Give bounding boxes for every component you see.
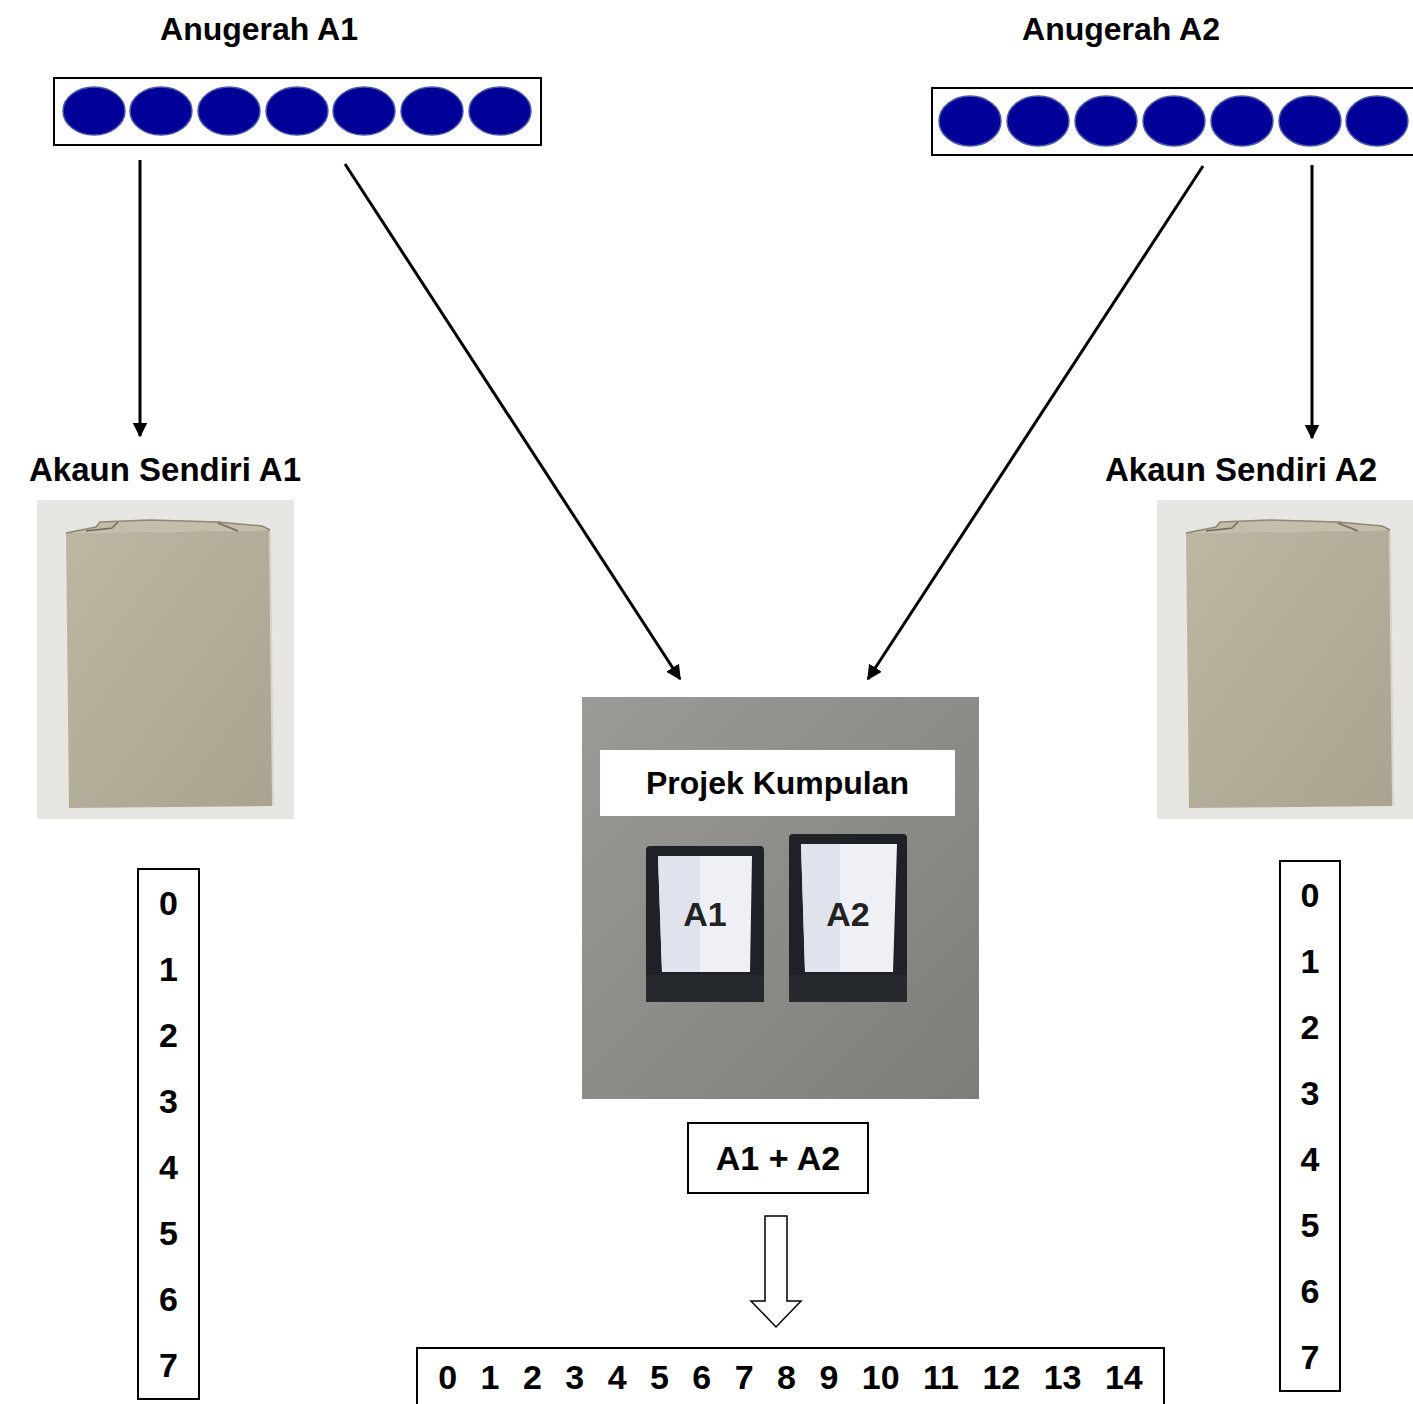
sum-box: A1 + A2 — [687, 1122, 869, 1194]
project-box: A1 — [646, 846, 764, 999]
arrow-line — [139, 160, 142, 436]
number-column: 0 1 2 3 4 5 6 7 — [137, 868, 200, 1400]
box-text: 0 1 2 3 4 5 6 7 8 9 10 11 12 13 14 — [418, 1349, 1163, 1404]
oval-row — [939, 96, 1408, 146]
heading-text: Anugerah A1 — [55, 9, 463, 49]
arrow-line — [345, 164, 680, 679]
boxes-photo — [582, 697, 979, 1099]
oval-row — [63, 87, 531, 135]
award-bar: Anugerah A1 — [53, 77, 542, 146]
group-project-photo: Projek KumpulanA1 A2 — [582, 697, 979, 1099]
number-list: 0 1 2 3 4 5 6 7 — [1295, 862, 1325, 1390]
box-label: A1 — [646, 846, 764, 934]
number-list: 0 1 2 3 4 5 6 7 — [154, 870, 184, 1398]
box-text: A1 + A2 — [689, 1124, 867, 1192]
arrow-line — [1311, 165, 1314, 438]
block-arrow — [751, 1216, 801, 1327]
arrow-line — [868, 166, 1203, 679]
number-column: 0 1 2 3 4 5 6 7 — [1279, 860, 1341, 1392]
heading-text: Akaun Sendiri A1 — [29, 450, 301, 490]
box-label: A2 — [789, 834, 907, 934]
number-line-box: 0 1 2 3 4 5 6 7 8 9 10 11 12 13 14 — [416, 1347, 1165, 1404]
envelope-photo — [37, 500, 294, 819]
title-label: Projek Kumpulan — [600, 750, 955, 816]
envelope-photo — [1157, 500, 1413, 819]
award-bar: Anugerah A2 — [931, 87, 1413, 156]
project-box: A2 — [789, 834, 907, 999]
heading-text: Anugerah A2 — [933, 9, 1309, 49]
heading-text: Akaun Sendiri A2 — [1105, 450, 1377, 490]
own-account-envelope: Akaun Sendiri A2 — [1157, 500, 1413, 819]
own-account-envelope: Akaun Sendiri A1 — [37, 500, 294, 819]
